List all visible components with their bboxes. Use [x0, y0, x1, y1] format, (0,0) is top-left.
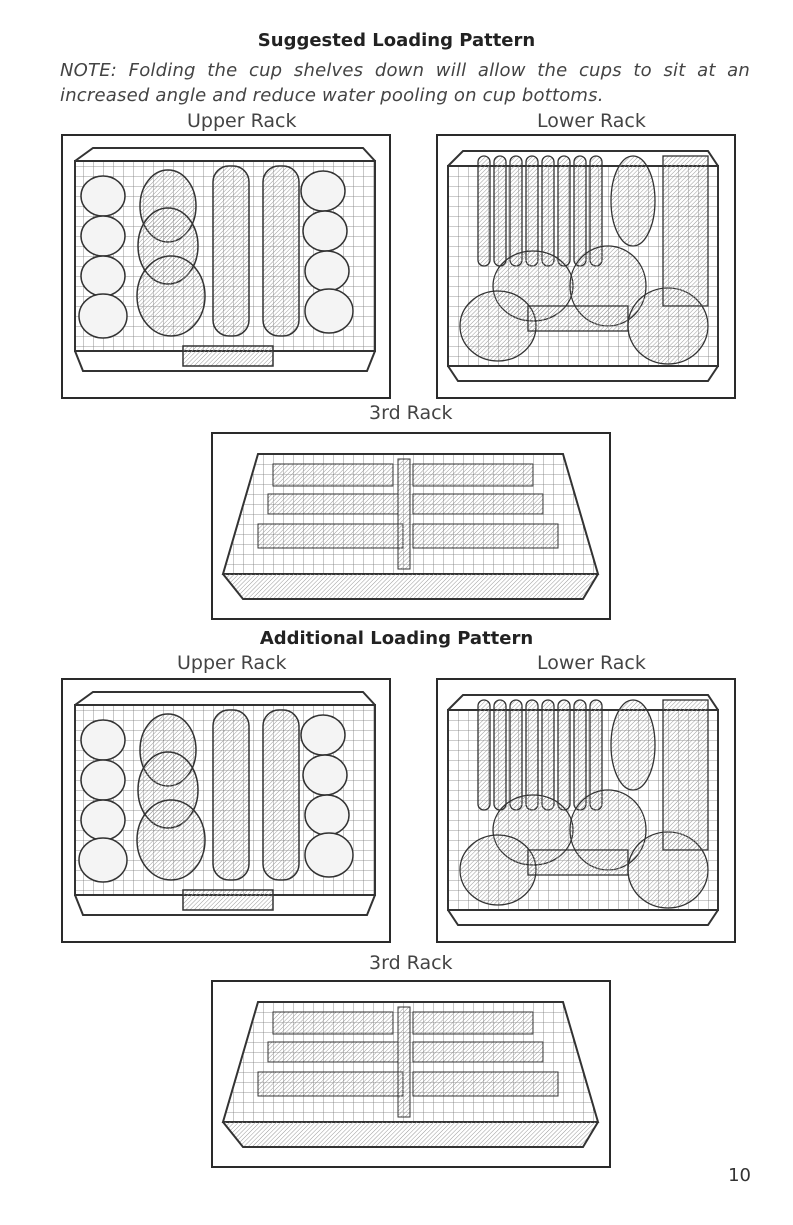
third-rack-label-2: 3rd Rack: [369, 952, 453, 974]
lower-rack-image-2: [436, 678, 736, 943]
third-rack-label: 3rd Rack: [369, 402, 453, 424]
section-heading-additional: Additional Loading Pattern: [0, 628, 793, 649]
lower-rack-image: [436, 134, 736, 399]
upper-rack-label-2: Upper Rack: [177, 652, 286, 674]
upper-rack-label: Upper Rack: [187, 110, 296, 132]
third-rack-image-2: [211, 980, 611, 1168]
upper-rack-image: [61, 134, 391, 399]
lower-rack-label-2: Lower Rack: [537, 652, 646, 674]
note-text: NOTE: Folding the cup shelves down will …: [60, 58, 750, 108]
upper-rack-image-2: [61, 678, 391, 943]
lower-rack-label: Lower Rack: [537, 110, 646, 132]
third-rack-image: [211, 432, 611, 620]
section-heading-suggested: Suggested Loading Pattern: [0, 30, 793, 51]
page-number: 10: [728, 1165, 751, 1186]
